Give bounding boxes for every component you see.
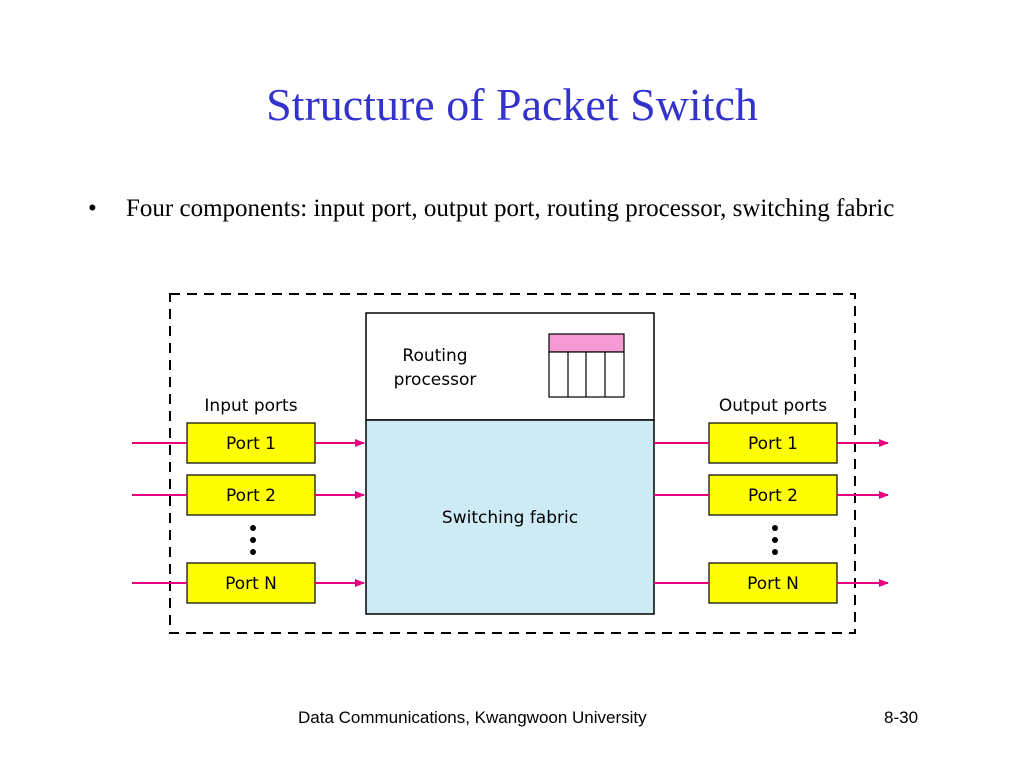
bullet-marker: • [88,195,97,222]
input-port-1: Port 1 [186,422,316,464]
switching-fabric-box [365,419,655,615]
input-port-n-label: Port N [225,574,277,594]
footer-course: Data Communications, Kwangwoon Universit… [298,708,647,727]
output-port-2-label: Port 2 [748,486,798,506]
input-port-2: Port 2 [186,474,316,516]
bullet-item: • Four components: input port, output po… [88,192,948,225]
routing-table-icon [548,333,625,398]
slide-title: Structure of Packet Switch [266,79,758,130]
input-ports-header: Input ports [204,396,297,416]
output-port-1: Port 1 [708,422,838,464]
input-port-2-label: Port 2 [226,486,276,506]
output-port-n: Port N [708,562,838,604]
output-ellipsis-dots [772,525,778,555]
input-port-1-label: Port 1 [226,434,276,454]
output-port-2: Port 2 [708,474,838,516]
bullet-text: Four components: input port, output port… [126,195,895,222]
switching-fabric-label: Switching fabric [442,508,578,528]
output-port-n-label: Port N [747,574,799,594]
routing-processor-label-line1: Routing [402,346,467,366]
output-ports-header: Output ports [719,396,827,416]
output-port-1-label: Port 1 [748,434,798,454]
input-ellipsis-dots [250,525,256,555]
footer-page-number: 8-30 [884,708,919,727]
input-port-n: Port N [186,562,316,604]
routing-processor-label-line2: processor [394,370,477,390]
switch-boundary [169,293,856,634]
